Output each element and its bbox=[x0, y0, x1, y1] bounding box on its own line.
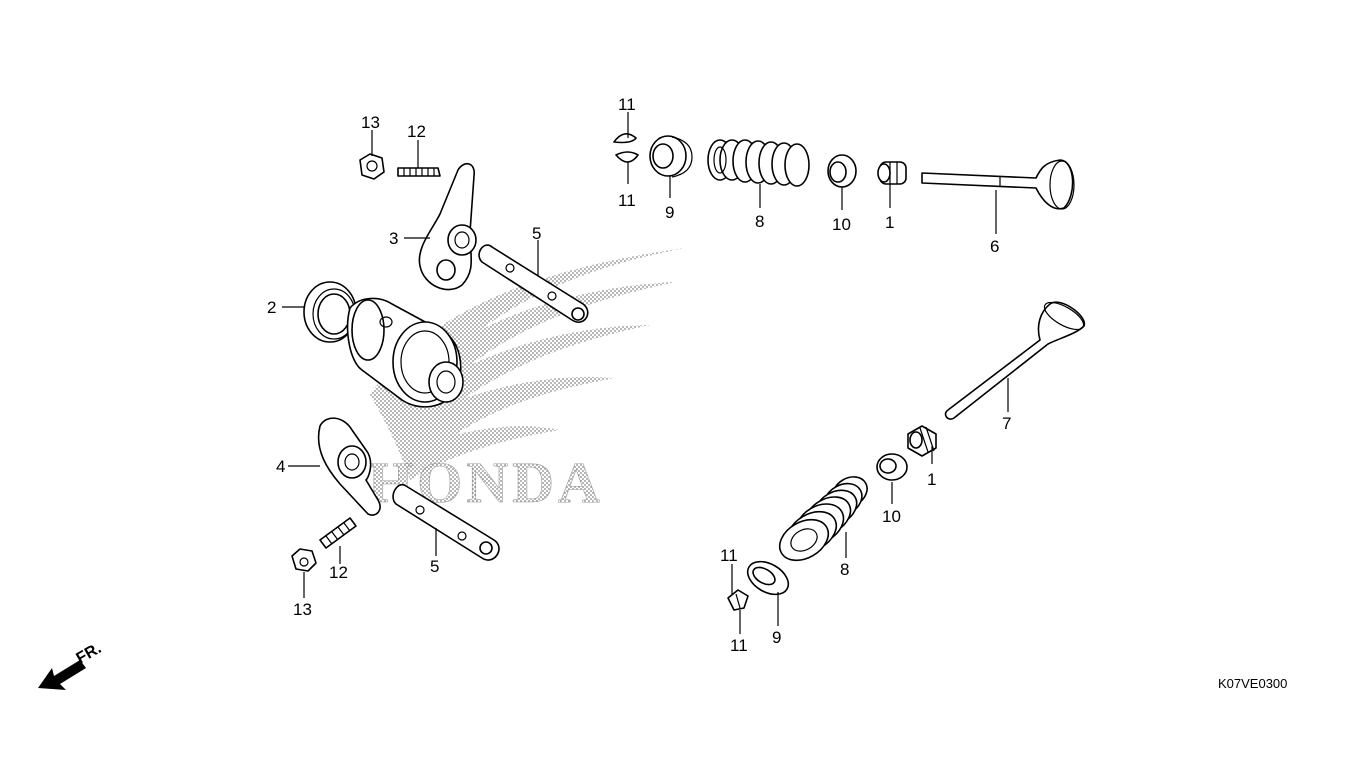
stem-seal-upper bbox=[877, 161, 907, 185]
callout-8: 8 bbox=[840, 560, 849, 579]
spring-seat-upper bbox=[827, 154, 857, 188]
lock-nut-lower bbox=[291, 548, 317, 572]
front-arrow-icon bbox=[38, 660, 86, 690]
rocker-shaft-upper bbox=[478, 244, 589, 323]
spring-retainer-upper bbox=[649, 135, 693, 178]
rocker-shaft-lower bbox=[392, 483, 500, 561]
front-direction-indicator: FR. bbox=[38, 640, 104, 690]
callout-11: 11 bbox=[720, 546, 738, 565]
rocker-arm-upper bbox=[418, 163, 477, 291]
callout-6: 6 bbox=[990, 237, 999, 256]
callout-11: 11 bbox=[618, 95, 636, 114]
callout-12: 12 bbox=[329, 563, 348, 582]
callout-11: 11 bbox=[730, 636, 748, 655]
upper-valve-assembly bbox=[613, 133, 1075, 210]
rocker-lower-assembly bbox=[291, 417, 500, 572]
valve-cotter-upper bbox=[613, 133, 639, 163]
callout-7: 7 bbox=[1002, 414, 1011, 433]
callout-5: 5 bbox=[532, 224, 541, 243]
callout-labels: 11 11 9 8 10 1 6 13 12 3 5 2 7 4 1 10 5 … bbox=[267, 95, 1011, 655]
valve-cotter-lower bbox=[727, 589, 749, 611]
stem-seal-lower bbox=[907, 425, 937, 457]
valve-spring-lower bbox=[778, 476, 868, 562]
callout-8: 8 bbox=[755, 212, 764, 231]
callout-11: 11 bbox=[618, 191, 636, 210]
callout-10: 10 bbox=[832, 215, 851, 234]
adjusting-screw-upper bbox=[397, 167, 441, 177]
exhaust-valve bbox=[944, 301, 1085, 420]
callout-1: 1 bbox=[885, 213, 894, 232]
diagram-code: K07VE0300 bbox=[1218, 676, 1287, 691]
callout-1: 1 bbox=[927, 470, 936, 489]
lock-nut-upper bbox=[359, 153, 385, 180]
valve-spring-upper bbox=[707, 139, 810, 187]
lower-valve-assembly bbox=[727, 301, 1085, 611]
callout-9: 9 bbox=[772, 628, 781, 647]
camshaft bbox=[303, 281, 464, 408]
callout-3: 3 bbox=[389, 229, 398, 248]
callout-2: 2 bbox=[267, 298, 276, 317]
rocker-arm-lower bbox=[317, 417, 381, 516]
intake-valve bbox=[921, 159, 1075, 210]
callout-13: 13 bbox=[293, 600, 312, 619]
callout-10: 10 bbox=[882, 507, 901, 526]
spring-seat-lower bbox=[876, 453, 908, 481]
callout-13: 13 bbox=[361, 113, 380, 132]
spring-retainer-lower bbox=[746, 560, 790, 596]
leader-lines bbox=[282, 112, 1009, 634]
adjusting-screw-lower bbox=[319, 517, 357, 549]
callout-9: 9 bbox=[665, 203, 674, 222]
rocker-upper-assembly bbox=[359, 153, 589, 323]
callout-4: 4 bbox=[276, 457, 285, 476]
callout-5: 5 bbox=[430, 557, 439, 576]
callout-12: 12 bbox=[407, 122, 426, 141]
